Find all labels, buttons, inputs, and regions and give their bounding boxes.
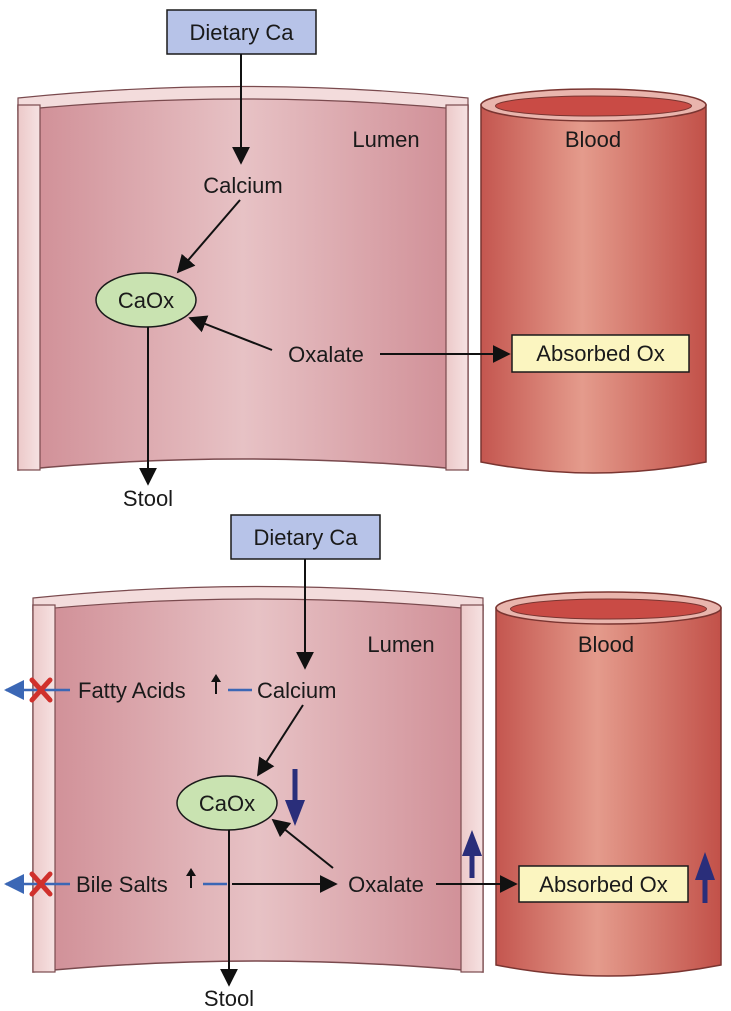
fatty-acids-label: Fatty Acids xyxy=(78,678,186,703)
stool-label: Stool xyxy=(204,986,254,1011)
bottom-panel: Dietary Ca Lumen Blood Fatty Acids Calci… xyxy=(4,514,722,1011)
up-arrow-icon xyxy=(695,852,715,903)
stool-label: Stool xyxy=(123,486,173,511)
arrow-oxalate-to-caox xyxy=(188,315,273,351)
intestine-segment xyxy=(17,85,469,471)
bile-salts-label: Bile Salts xyxy=(76,872,168,897)
dietary-ca-box xyxy=(230,514,381,560)
arrow-oxalate-to-caox xyxy=(271,818,334,869)
caox-complex xyxy=(95,272,197,328)
caox-label: CaOx xyxy=(118,288,174,313)
dietary-ca-label: Dietary Ca xyxy=(190,20,295,45)
calcium-label: Calcium xyxy=(257,678,336,703)
up-arrow-icon xyxy=(186,868,196,888)
lumen-label: Lumen xyxy=(367,632,434,657)
oxalate-label: Oxalate xyxy=(288,342,364,367)
absorbed-ox-box xyxy=(511,334,690,373)
blood-label: Blood xyxy=(578,632,634,657)
calcium-label: Calcium xyxy=(203,173,282,198)
lumen-label: Lumen xyxy=(352,127,419,152)
absorbed-ox-label: Absorbed Ox xyxy=(539,872,667,897)
up-arrow-icon xyxy=(462,830,482,878)
x-mark-icon xyxy=(29,871,53,897)
arrow-calcium-to-caox xyxy=(176,199,241,274)
caox-complex xyxy=(176,775,278,831)
dietary-ca-box xyxy=(166,9,317,55)
up-arrow-icon xyxy=(211,674,221,694)
absorbed-ox-label: Absorbed Ox xyxy=(536,341,664,366)
arrow-calcium-to-caox xyxy=(257,704,304,777)
dietary-ca-label: Dietary Ca xyxy=(254,525,359,550)
top-panel: Dietary Ca Lumen Blood Calcium CaOx Oxal… xyxy=(17,9,707,511)
blood-label: Blood xyxy=(565,127,621,152)
down-arrow-icon xyxy=(285,769,305,826)
blood-vessel xyxy=(480,88,707,474)
oxalate-label: Oxalate xyxy=(348,872,424,897)
caox-label: CaOx xyxy=(199,791,255,816)
x-mark-icon xyxy=(29,677,53,703)
absorbed-ox-box xyxy=(518,865,689,903)
